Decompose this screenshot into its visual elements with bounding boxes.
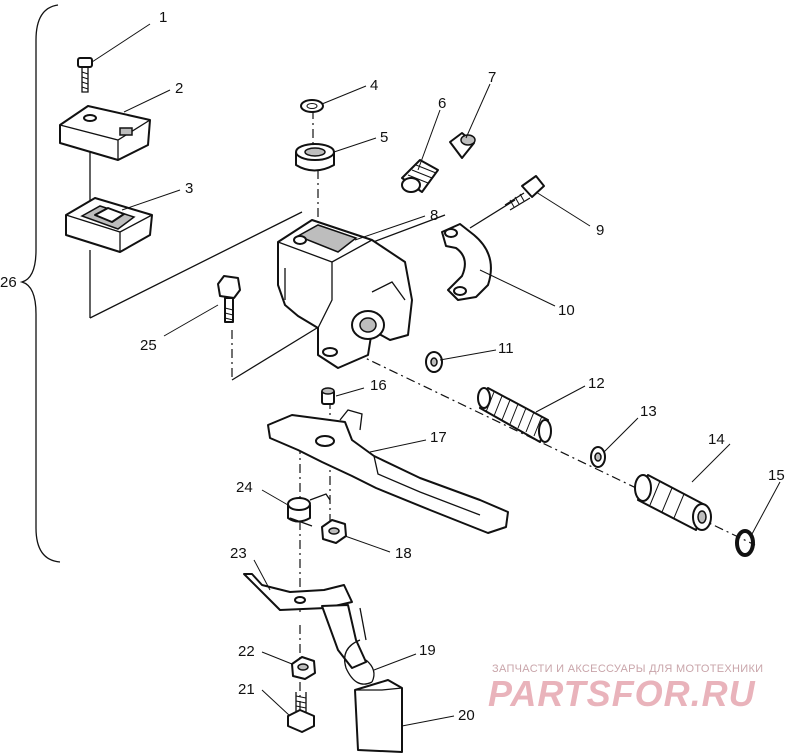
- part-25-pivot-bolt: [217, 275, 241, 323]
- assembly-bracket: [19, 4, 61, 563]
- part-12-spring: [477, 387, 552, 443]
- callout-22: 22: [238, 643, 255, 660]
- callout-labels: 1 2 3 4 5 6 7 8 9 10 11 12 13 14 15 16 1…: [0, 9, 785, 724]
- callout-14: 14: [708, 431, 725, 448]
- callout-25: 25: [140, 337, 157, 354]
- part-15-circlip: [735, 529, 755, 557]
- part-23-switch-bracket: [243, 573, 367, 669]
- part-22-nut: [291, 656, 316, 680]
- callout-19: 19: [419, 642, 436, 659]
- callout-6: 6: [438, 95, 446, 112]
- callout-8: 8: [430, 207, 438, 224]
- part-6-fitting: [401, 159, 439, 193]
- part-18-nut: [321, 519, 347, 544]
- callout-20: 20: [458, 707, 475, 724]
- callout-24: 24: [236, 479, 253, 496]
- part-8-master-cylinder-body: [277, 219, 413, 369]
- callout-18: 18: [395, 545, 412, 562]
- callout-3: 3: [185, 180, 193, 197]
- callout-17: 17: [430, 429, 447, 446]
- part-5-bushing: [295, 143, 335, 172]
- callout-1: 1: [159, 9, 167, 26]
- part-24-return-spring: [287, 493, 331, 527]
- part-14-piston: [634, 474, 712, 531]
- callout-7: 7: [488, 69, 496, 86]
- part-17-brake-lever: [267, 409, 509, 534]
- part-7-plug: [449, 132, 476, 159]
- part-10-handlebar-clamp: [441, 223, 492, 301]
- callout-5: 5: [380, 129, 388, 146]
- part-4-seal-ring: [300, 99, 324, 113]
- part-11-washer: [425, 351, 443, 373]
- callout-12: 12: [588, 375, 605, 392]
- part-13-washer: [590, 446, 606, 468]
- part-16-pivot-pin: [321, 387, 335, 405]
- watermark-brand: PARTSFOR.RU: [488, 673, 756, 714]
- part-2-reservoir-cover: [59, 105, 151, 161]
- callout-10: 10: [558, 302, 575, 319]
- callout-16: 16: [370, 377, 387, 394]
- callout-26: 26: [0, 274, 17, 291]
- callout-15: 15: [768, 467, 785, 484]
- callout-21: 21: [238, 681, 255, 698]
- leader-lines: [91, 23, 781, 727]
- part-1-cover-screw: [77, 57, 93, 93]
- watermark: ЗАПЧАСТИ И АКСЕССУАРЫ ДЛЯ МОТОТЕХНИКИ PA…: [488, 663, 763, 714]
- part-20-switch-tag: [354, 679, 403, 753]
- callout-13: 13: [640, 403, 657, 420]
- part-3-diaphragm: [65, 197, 153, 253]
- part-9-clamp-bolt: [504, 175, 545, 211]
- callout-9: 9: [596, 222, 604, 239]
- callout-4: 4: [370, 77, 378, 94]
- part-19-wire-loop: [343, 639, 375, 685]
- callout-11: 11: [498, 340, 514, 357]
- callout-23: 23: [230, 545, 247, 562]
- callout-2: 2: [175, 80, 183, 97]
- part-21-screw: [287, 692, 315, 733]
- watermark-tagline: ЗАПЧАСТИ И АКСЕССУАРЫ ДЛЯ МОТОТЕХНИКИ: [492, 663, 763, 675]
